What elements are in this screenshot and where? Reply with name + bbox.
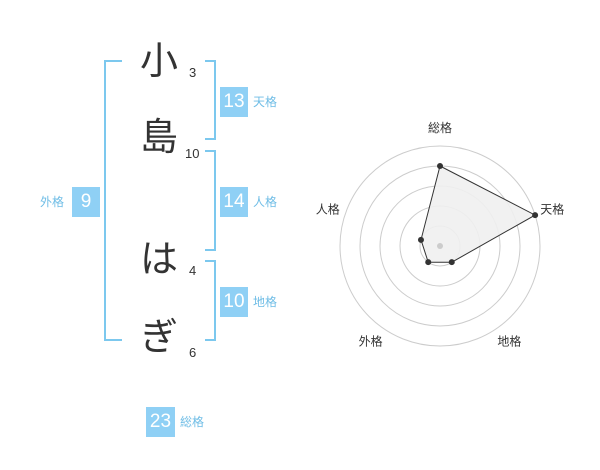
jinkaku-label: 人格: [253, 195, 278, 209]
soukaku-label: 総格: [180, 415, 205, 429]
radar-ring: [339, 145, 541, 347]
gaikaku-label: 外格: [40, 195, 65, 209]
gaikaku-bracket: [104, 60, 122, 341]
radar-axis-label-5: 人格: [316, 202, 340, 217]
stroke-count-2: 10: [185, 146, 200, 161]
radar-series-shape: [420, 165, 537, 263]
stroke-count-1: 3: [189, 65, 197, 80]
name-char-2: 島: [139, 115, 178, 159]
radar-axis-label-2: 天格: [540, 202, 564, 217]
name-char-3: は: [139, 237, 178, 281]
radar-point-2: [532, 212, 539, 219]
radar-axis-label-4: 外格: [359, 334, 383, 349]
radar-point-4: [425, 259, 432, 266]
radar-center-dot: [437, 243, 443, 249]
name-char-1: 小: [139, 39, 178, 83]
radar-point-5: [417, 236, 424, 243]
chikaku-bracket: [205, 260, 216, 341]
chikaku-badge: 10: [220, 287, 248, 317]
tenkaku-label: 天格: [253, 95, 278, 109]
radar-axis-label-3: 地格: [497, 334, 521, 349]
stroke-count-4: 6: [189, 345, 197, 360]
chikaku-label: 地格: [253, 295, 278, 309]
tenkaku-badge: 13: [220, 87, 248, 117]
stroke-count-3: 4: [189, 263, 197, 278]
gaikaku-badge: 9: [72, 187, 100, 217]
radar-axis-label-1: 総格: [428, 120, 452, 135]
name-char-4: ぎ: [139, 315, 178, 359]
radar-point-1: [437, 163, 443, 169]
soukaku-badge: 23: [146, 407, 175, 437]
radar-point-3: [448, 259, 455, 266]
jinkaku-bracket: [205, 150, 216, 251]
tenkaku-bracket: [205, 60, 216, 140]
jinkaku-badge: 14: [220, 187, 248, 217]
